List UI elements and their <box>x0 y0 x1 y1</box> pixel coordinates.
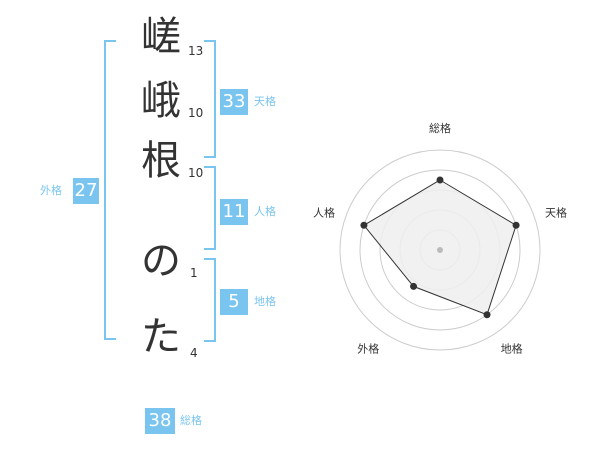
radar-chart: 総格 天格 地格 外格 人格 <box>313 121 567 356</box>
radar-point-gaikaku <box>410 282 418 290</box>
gaikaku-value: 27 <box>73 178 99 204</box>
jinkaku-label: 人格 <box>254 205 276 218</box>
tenkaku-value: 33 <box>220 89 248 115</box>
chikaku-value: 5 <box>220 289 248 315</box>
chikaku-bracket <box>204 258 216 342</box>
radar-center-dot <box>437 247 443 253</box>
name-char-5: た <box>141 314 181 360</box>
radar-point-soukaku <box>436 176 444 184</box>
soukaku-label: 総格 <box>180 414 202 427</box>
radar-point-jinkaku <box>360 221 368 229</box>
tenkaku-bracket <box>204 40 216 158</box>
radar-label-tenkaku: 天格 <box>545 205 567 219</box>
name-char-1: 嵯 <box>141 14 181 60</box>
jinkaku-value: 11 <box>220 199 248 225</box>
chikaku-label: 地格 <box>254 295 276 308</box>
stroke-count-5: 4 <box>190 346 198 360</box>
radar-ring-4 <box>359 169 521 331</box>
radar-label-chikaku: 地格 <box>501 342 523 356</box>
name-char-2: 峨 <box>141 78 181 124</box>
stroke-count-4: 1 <box>190 266 198 280</box>
gaikaku-label: 外格 <box>40 184 62 197</box>
radar-label-soukaku: 総格 <box>429 121 451 135</box>
name-char-3: 根 <box>141 138 181 184</box>
radar-label-gaikaku: 外格 <box>357 342 379 356</box>
stroke-count-1: 13 <box>188 44 204 58</box>
name-char-4: の <box>141 238 181 284</box>
stroke-count-2: 10 <box>188 106 204 120</box>
radar-ring-5 <box>339 149 541 351</box>
gaikaku-bracket <box>104 40 116 340</box>
radar-point-chikaku <box>483 311 491 319</box>
tenkaku-label: 天格 <box>254 95 276 108</box>
stroke-count-3: 10 <box>188 166 204 180</box>
radar-label-jinkaku: 人格 <box>313 205 335 219</box>
soukaku-value: 38 <box>145 408 175 434</box>
radar-point-tenkaku <box>512 221 520 229</box>
jinkaku-bracket <box>204 166 216 250</box>
